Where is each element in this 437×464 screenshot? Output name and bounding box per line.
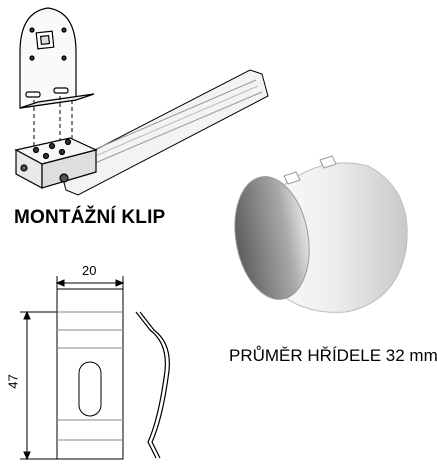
bracket [19, 7, 95, 109]
assembly-guides [33, 96, 73, 148]
clip-front-view [56, 288, 124, 460]
shaft-tube [234, 155, 408, 313]
shaft-diameter-label: PRŮMĚR HŘÍDELE 32 mm [229, 346, 437, 365]
height-dimension: 47 [5, 374, 21, 389]
mounting-clip-label: MONTÁŽNÍ KLIP [14, 207, 166, 228]
dimension-lines [20, 276, 125, 461]
rail [59, 69, 269, 196]
clip-profile [135, 311, 170, 459]
width-dimension: 20 [82, 263, 97, 278]
clip-block [14, 137, 98, 190]
